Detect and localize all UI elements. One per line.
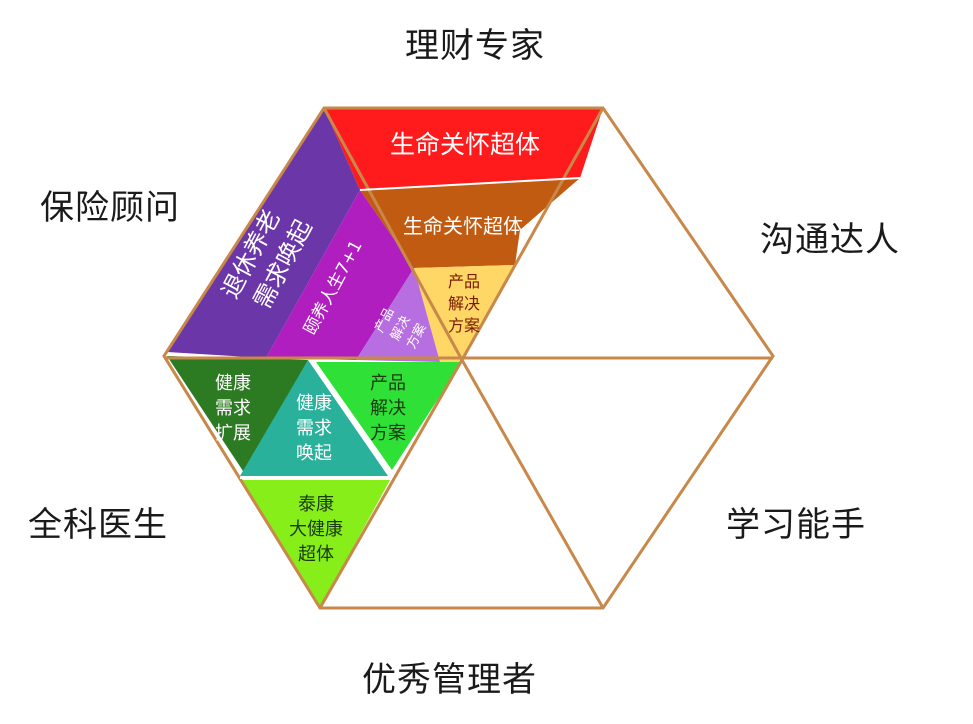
label-green-dark-line-1: 健康 xyxy=(215,373,251,394)
segment-purple-dark xyxy=(167,108,360,358)
segment-lime xyxy=(240,480,390,608)
label-lavender: 产品 解决 方案 xyxy=(372,305,429,351)
label-yellow-line-2: 解决 xyxy=(448,294,480,313)
label-red: 生命关怀超体 xyxy=(390,130,540,159)
label-teal-line-3: 唤起 xyxy=(296,443,332,464)
label-green-bright-line-2: 解决 xyxy=(370,398,406,419)
label-green-bright: 产品 解决 方案 xyxy=(370,373,406,444)
label-green-bright-line-3: 方案 xyxy=(370,423,406,444)
label-lime-line-2: 大健康 xyxy=(289,519,343,540)
segment-orange xyxy=(360,178,580,268)
label-teal-line-1: 健康 xyxy=(296,393,332,414)
role-label-left-top: 保险顾问 xyxy=(40,188,180,228)
role-label-bottom: 优秀管理者 xyxy=(362,660,537,700)
divider-left-top xyxy=(322,107,464,361)
label-lime: 泰康 大健康 超体 xyxy=(289,494,343,565)
segment-teal xyxy=(240,360,388,476)
label-teal-line-2: 需求 xyxy=(296,418,332,439)
segment-red xyxy=(324,108,603,190)
divider-bottom-right xyxy=(460,359,605,609)
divider-bottom-left xyxy=(318,359,464,609)
role-label-left-bottom: 全科医生 xyxy=(28,505,168,545)
role-label-top: 理财专家 xyxy=(405,26,545,66)
label-teal: 健康 需求 唤起 xyxy=(296,393,332,464)
label-lime-line-3: 超体 xyxy=(298,544,334,565)
label-green-dark-line-2: 需求 xyxy=(215,398,251,419)
segment-green-dark xyxy=(167,356,308,474)
role-label-right-top: 沟通达人 xyxy=(760,220,900,260)
label-yellow-line-3: 方案 xyxy=(448,316,480,335)
label-yellow: 产品 解决 方案 xyxy=(448,272,480,335)
divider-top-right xyxy=(460,107,605,361)
segment-lavender xyxy=(356,268,440,362)
label-lime-line-1: 泰康 xyxy=(298,494,334,515)
segment-purple-mid xyxy=(266,190,414,360)
label-green-dark-line-3: 扩展 xyxy=(215,423,251,444)
label-green-bright-line-1: 产品 xyxy=(370,373,406,394)
role-label-right-bottom: 学习能手 xyxy=(726,505,866,545)
segment-yellow xyxy=(414,265,515,362)
label-yellow-line-1: 产品 xyxy=(448,272,480,291)
label-green-dark: 健康 需求 扩展 xyxy=(215,373,251,444)
label-orange: 生命关怀超体 xyxy=(403,214,523,238)
divider-inner-1 xyxy=(359,177,581,191)
segment-green-bright xyxy=(316,362,462,470)
